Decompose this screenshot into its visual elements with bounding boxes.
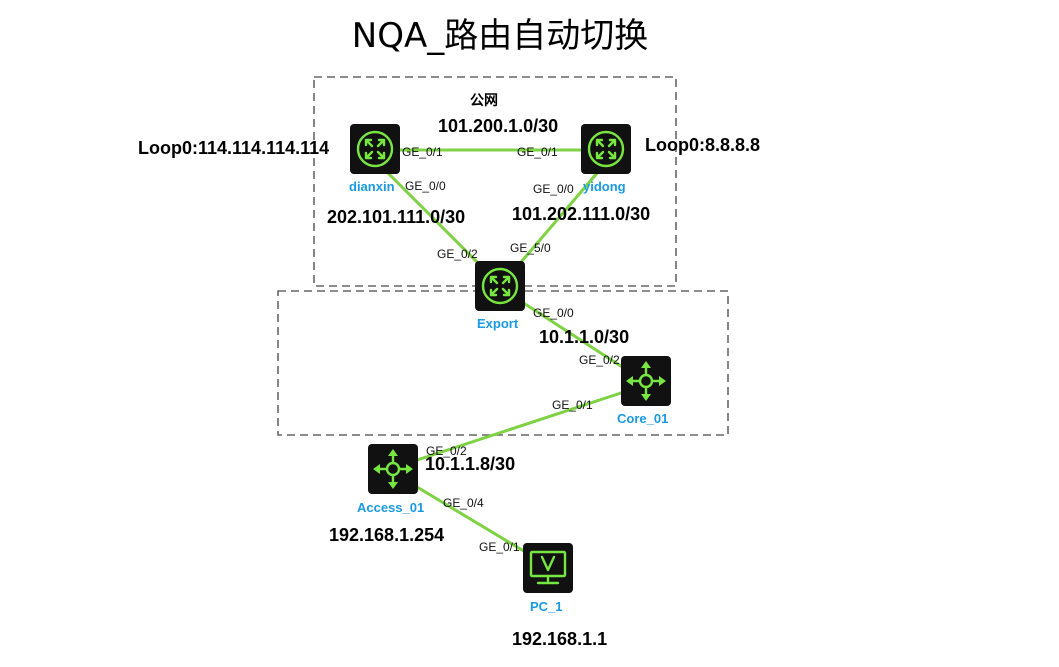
device-label-export: Export — [477, 316, 519, 331]
router-icon — [587, 130, 625, 168]
link-export-core[interactable] — [521, 300, 631, 374]
device-label-dianxin: dianxin — [349, 179, 395, 194]
diagram-title: NQA_路由自动切换 — [351, 16, 649, 56]
port-label-export-ge02: GE_0/2 — [437, 247, 478, 261]
yidong-loopback-label: Loop0:8.8.8.8 — [645, 135, 760, 155]
device-label-access-01: Access_01 — [357, 500, 424, 515]
switch-core-01[interactable] — [621, 356, 671, 406]
dianxin-loopback-label: Loop0:114.114.114.114 — [138, 138, 329, 158]
device-label-pc-1: PC_1 — [530, 599, 563, 614]
port-label-access-ge04: GE_0/4 — [443, 496, 484, 510]
port-label-pc-ge01: GE_0/1 — [479, 540, 520, 554]
layer3-switch-icon — [626, 361, 666, 401]
layer3-switch-icon — [373, 449, 413, 489]
link-core-access[interactable] — [407, 388, 631, 465]
public-network-label: 公网 — [470, 93, 498, 109]
link-dianxin-export[interactable] — [383, 168, 492, 277]
port-label-access-ge02: GE_0/2 — [426, 444, 467, 458]
device-label-core-01: Core_01 — [617, 411, 668, 426]
port-label-export-ge50: GE_5/0 — [510, 241, 551, 255]
link-access-pc[interactable] — [411, 482, 533, 558]
switch-access-01[interactable] — [368, 444, 418, 494]
port-label-yidong-ge00: GE_0/0 — [533, 182, 574, 196]
port-label-export-ge00: GE_0/0 — [533, 306, 574, 320]
router-dianxin[interactable] — [350, 124, 400, 174]
port-label-dianxin-ge01: GE_0/1 — [402, 145, 443, 159]
link-yidong-export[interactable] — [508, 171, 600, 276]
port-label-core-ge02: GE_0/2 — [579, 353, 620, 367]
router-icon — [356, 130, 394, 168]
port-label-core-ge01: GE_0/1 — [552, 398, 593, 412]
router-icon — [481, 267, 519, 305]
network-label-yidong-export: 101.202.111.0/30 — [512, 204, 650, 224]
network-label-dianxin-yidong: 101.200.1.0/30 — [438, 116, 558, 136]
port-label-dianxin-ge00: GE_0/0 — [405, 179, 446, 193]
access-gateway-ip-label: 192.168.1.254 — [329, 525, 444, 545]
router-export[interactable] — [475, 261, 525, 311]
network-label-dianxin-export: 202.101.111.0/30 — [327, 207, 465, 227]
pc-1[interactable] — [523, 543, 573, 593]
network-label-core-access: 10.1.1.8/30 — [425, 454, 515, 474]
network-label-export-core: 10.1.1.0/30 — [539, 327, 629, 347]
router-yidong[interactable] — [581, 124, 631, 174]
monitor-icon — [529, 550, 567, 585]
port-label-yidong-ge01: GE_0/1 — [517, 145, 558, 159]
pc-ip-label: 192.168.1.1 — [512, 629, 607, 649]
device-label-yidong: yidong — [583, 179, 626, 194]
